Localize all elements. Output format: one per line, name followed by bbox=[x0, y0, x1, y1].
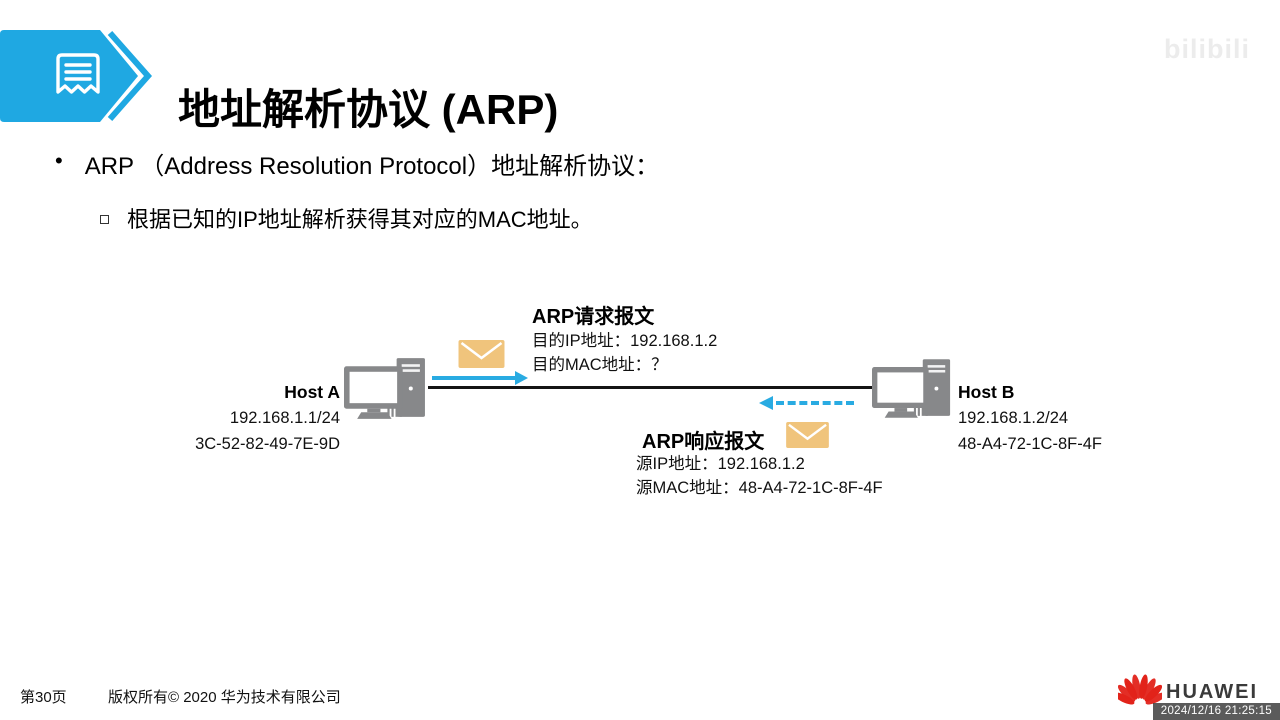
bullet-arp-sub-text: 根据已知的IP地址解析获得其对应的MAC地址。 bbox=[127, 207, 593, 232]
host-b-ip: 192.168.1.2/24 bbox=[958, 409, 1069, 427]
page-title: 地址解析协议 (ARP) bbox=[178, 86, 559, 134]
ethernet-link-line bbox=[428, 386, 878, 389]
bilibili-watermark: bilibili bbox=[1164, 34, 1250, 64]
desktop-computer-icon bbox=[344, 358, 425, 419]
envelope-icon bbox=[786, 422, 829, 448]
huawei-wordmark: HUAWEI bbox=[1166, 681, 1258, 703]
arp-reply-arrow bbox=[759, 396, 854, 410]
arp-request-dest-mac: 目的MAC地址：？ bbox=[532, 355, 668, 374]
header-banner bbox=[0, 30, 153, 122]
copyright-text: 版权所有© 2020 华为技术有限公司 bbox=[108, 689, 341, 706]
arp-reply-src-ip: 源IP地址：192.168.1.2 bbox=[636, 455, 805, 473]
bullet-arp-text: ARP （Address Resolution Protocol）地址解析协议： bbox=[84, 153, 660, 180]
arp-request-dest-ip: 目的IP地址：192.168.1.2 bbox=[532, 332, 718, 350]
chevron-icon bbox=[107, 31, 153, 121]
bullet-square-icon bbox=[100, 214, 109, 224]
host-a-name: Host A bbox=[284, 382, 340, 402]
bullet-arp-sub: 根据已知的IP地址解析获得其对应的MAC地址。 bbox=[100, 202, 593, 234]
arp-request-arrow bbox=[432, 370, 528, 385]
recording-timestamp: 2024/12/16 21:25:15 bbox=[1152, 703, 1280, 720]
host-b-mac: 48-A4-72-1C-8F-4F bbox=[958, 435, 1102, 453]
document-icon bbox=[56, 53, 100, 94]
arp-request-details: 目的IP地址：192.168.1.2 目的MAC地址：？ bbox=[532, 330, 717, 377]
page-number: 第30页 bbox=[20, 689, 67, 706]
bullet-arp: • ARP （Address Resolution Protocol）地址解析协… bbox=[55, 146, 659, 181]
banner-shape bbox=[0, 30, 138, 122]
desktop-computer-icon bbox=[872, 359, 951, 418]
host-a-ip: 192.168.1.1/24 bbox=[229, 409, 340, 427]
huawei-logo: HUAWEI bbox=[1118, 674, 1258, 708]
arp-reply-details: 源IP地址：192.168.1.2 源MAC地址：48-A4-72-1C-8F-… bbox=[636, 453, 883, 500]
host-a-label: Host A 192.168.1.1/24 3C-52-82-49-7E-9D bbox=[115, 379, 340, 457]
host-a-mac: 3C-52-82-49-7E-9D bbox=[195, 435, 340, 453]
host-b-name: Host B bbox=[958, 382, 1015, 402]
envelope-icon bbox=[458, 340, 505, 368]
arp-reply-title: ARP响应报文 bbox=[642, 431, 765, 453]
bullet-dot-icon: • bbox=[55, 148, 63, 173]
huawei-flower-icon bbox=[1118, 674, 1162, 705]
arp-request-title: ARP请求报文 bbox=[532, 306, 655, 328]
arp-reply-src-mac: 源MAC地址：48-A4-72-1C-8F-4F bbox=[636, 478, 883, 497]
host-b-label: Host B 192.168.1.2/24 48-A4-72-1C-8F-4F bbox=[958, 379, 1183, 457]
